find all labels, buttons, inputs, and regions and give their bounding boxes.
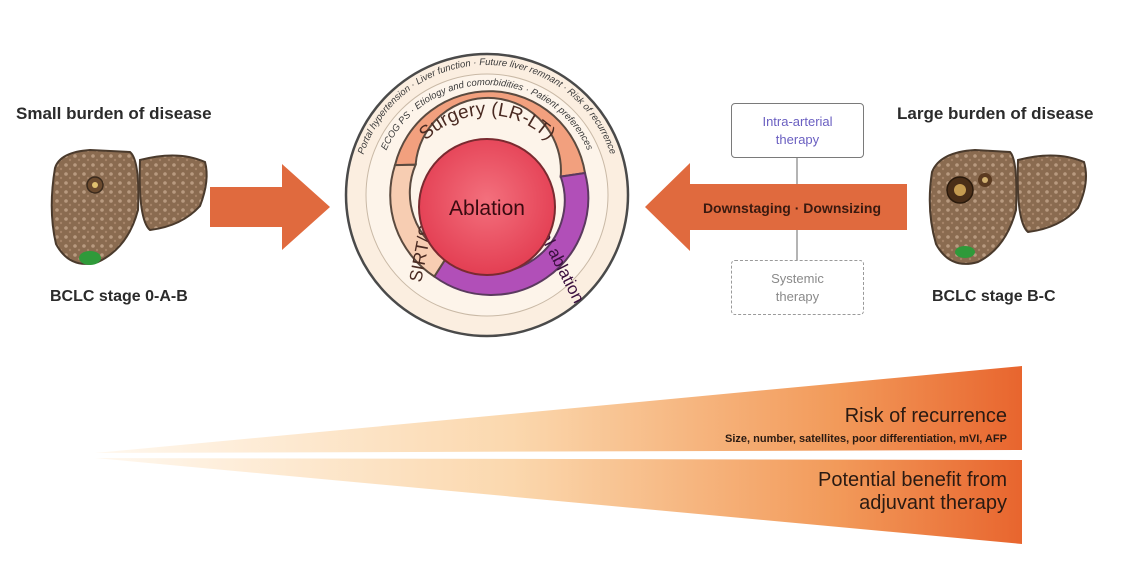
left-stage-label: BCLC stage 0-A-B [50,288,188,305]
wedge-adjuvant-benefit [95,458,1022,544]
intra-arterial-therapy-box: Intra-arterial therapy [731,103,864,158]
right-arrow [645,163,907,251]
ablation-label: Ablation [449,197,525,220]
intra-arterial-line2: therapy [775,131,820,147]
risk-of-recurrence-subtitle: Size, number, satellites, poor different… [725,433,1007,445]
risk-of-recurrence-title: Risk of recurrence [845,405,1007,427]
systemic-line1: Systemic [771,270,824,286]
adjuvant-benefit-title-line2: adjuvant therapy [859,492,1007,514]
wedge-risk-of-recurrence [95,366,1022,453]
adjuvant-benefit-title-line1: Potential benefit from [818,469,1007,491]
liver-small-burden-icon [50,148,208,265]
right-stage-label: BCLC stage B-C [932,288,1056,305]
left-heading: Small burden of disease [16,104,212,123]
left-arrow [210,164,330,250]
ablation-core [418,138,556,276]
downstaging-label: Downstaging · Downsizing [703,200,881,216]
liver-large-burden-icon [928,148,1087,265]
systemic-therapy-box: Systemic therapy [731,260,864,315]
systemic-line2: therapy [775,288,820,304]
intra-arterial-line1: Intra-arterial [762,113,833,129]
right-heading: Large burden of disease [897,104,1094,123]
